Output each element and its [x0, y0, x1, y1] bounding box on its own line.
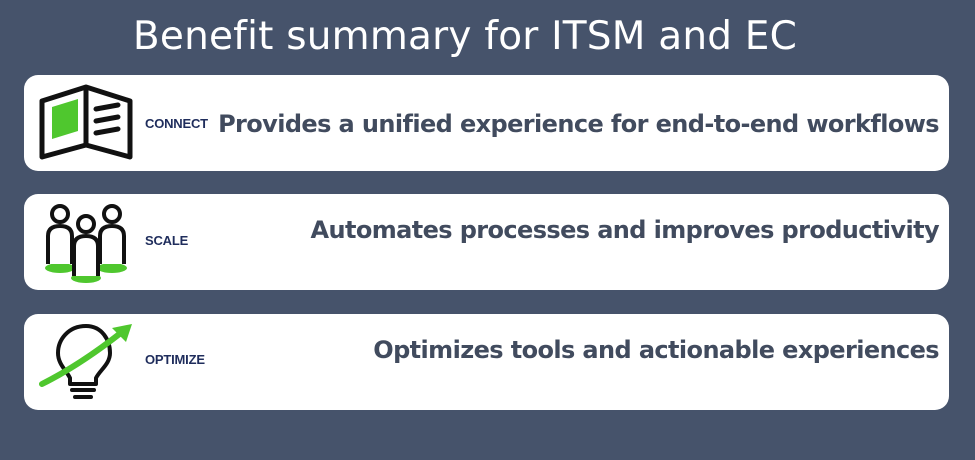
people-group-icon	[45, 204, 127, 283]
benefit-label: CONNECT	[145, 116, 208, 131]
benefit-label: SCALE	[145, 233, 189, 248]
page-title: Benefit summary for ITSM and EC	[132, 14, 798, 59]
lightbulb-icon	[39, 324, 132, 399]
benefit-card-connect: CONNECT Provides a unified experience fo…	[24, 75, 949, 171]
benefit-label: OPTIMIZE	[145, 352, 205, 367]
benefit-description: Automates processes and improves product…	[310, 216, 939, 244]
book-icon	[39, 84, 133, 160]
benefit-card-scale: SCALE Automates processes and improves p…	[24, 194, 949, 290]
benefit-description: Provides a unified experience for end-to…	[218, 110, 940, 138]
benefit-description: Optimizes tools and actionable experienc…	[373, 336, 939, 364]
benefit-card-optimize: OPTIMIZE Optimizes tools and actionable …	[24, 314, 949, 410]
